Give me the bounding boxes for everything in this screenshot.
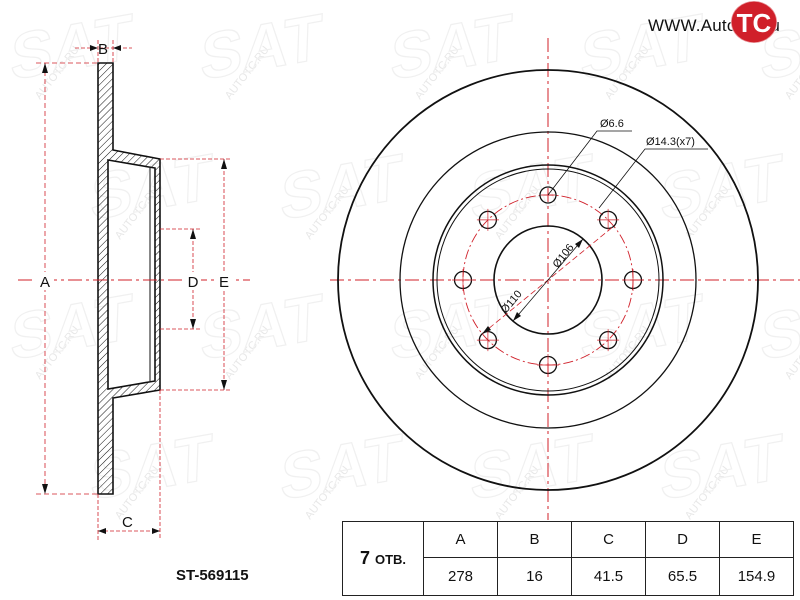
- watermark-brand: SAT: [580, 279, 704, 374]
- dimension-e: E: [160, 158, 232, 391]
- watermark-brand: SAT: [10, 0, 134, 94]
- value-c: 41.5: [571, 557, 646, 596]
- bolt-hole: [476, 208, 499, 231]
- dimension-table: 7 ОТВ. A B C D E 278 16 41.5 65.5 154.9: [342, 521, 794, 596]
- dimension-b: B: [75, 40, 132, 63]
- value-d: 65.5: [645, 557, 720, 596]
- header-c: C: [571, 521, 646, 558]
- watermark-brand: SAT: [580, 0, 704, 94]
- bolt-hole: [597, 208, 620, 231]
- table-header-row: 7 ОТВ. A B C D E: [342, 521, 794, 596]
- watermark-brand: SAT: [390, 0, 514, 94]
- value-a: 278: [423, 557, 498, 596]
- label-center-bore: Ø106: [551, 242, 577, 271]
- callout-bolt-hole: Ø14.3(x7): [598, 136, 708, 209]
- dimension-d: D: [160, 228, 201, 330]
- label-b: B: [98, 41, 108, 58]
- hat-outer-edge: [432, 164, 664, 396]
- disc-outer-edge: [337, 69, 759, 491]
- center-bore: [493, 225, 603, 335]
- watermark-brand: SAT: [200, 279, 324, 374]
- logo-text: TC: [737, 8, 772, 38]
- bolt-hole-group: [452, 208, 644, 376]
- part-number: ST-569115: [176, 567, 249, 584]
- callout-pin-hole: Ø6.6: [547, 118, 632, 196]
- table-value-row: 278 16 41.5 65.5 154.9: [343, 557, 794, 596]
- value-b: 16: [497, 557, 572, 596]
- header-b: B: [497, 521, 572, 558]
- dimension-c: C: [97, 390, 161, 540]
- holes-count: 7: [359, 548, 370, 568]
- label-a: A: [40, 274, 50, 291]
- dimension-a: A: [36, 62, 98, 495]
- hat-inner-edge: [436, 168, 660, 392]
- watermark-brand: SAT: [470, 419, 594, 514]
- header-e: E: [719, 521, 794, 558]
- watermark-brand: SAT: [200, 0, 324, 94]
- label-bolt-hole: Ø14.3(x7): [646, 136, 695, 148]
- watermark-brand: SAT: [10, 279, 134, 374]
- label-c: C: [122, 514, 133, 531]
- bolt-hole: [452, 269, 474, 291]
- value-e: 154.9: [719, 557, 794, 596]
- watermark-brand: SAT: [280, 419, 404, 514]
- watermark-brand: SAT: [280, 139, 404, 234]
- watermark-brand: SAT: [660, 419, 784, 514]
- holes-cell: 7 ОТВ.: [342, 521, 424, 596]
- watermark-brand: SAT: [660, 139, 784, 234]
- label-e: E: [219, 274, 229, 291]
- side-view: A B C D: [18, 40, 250, 540]
- bolt-hole: [476, 329, 499, 352]
- watermark-brand: SAT: [760, 279, 800, 374]
- header-d: D: [645, 521, 720, 558]
- bolt-hole: [597, 329, 620, 352]
- holes-unit: ОТВ.: [374, 552, 407, 567]
- bolt-hole: [537, 354, 559, 376]
- header-a: A: [423, 521, 498, 558]
- friction-inner-edge: [399, 131, 697, 429]
- label-pin-hole: Ø6.6: [600, 118, 624, 130]
- autotc-logo: TC: [730, 0, 778, 44]
- label-d: D: [188, 274, 199, 291]
- front-view: Ø6.6 Ø14.3(x7) Ø110 Ø106: [330, 38, 800, 520]
- bolt-hole: [622, 269, 644, 291]
